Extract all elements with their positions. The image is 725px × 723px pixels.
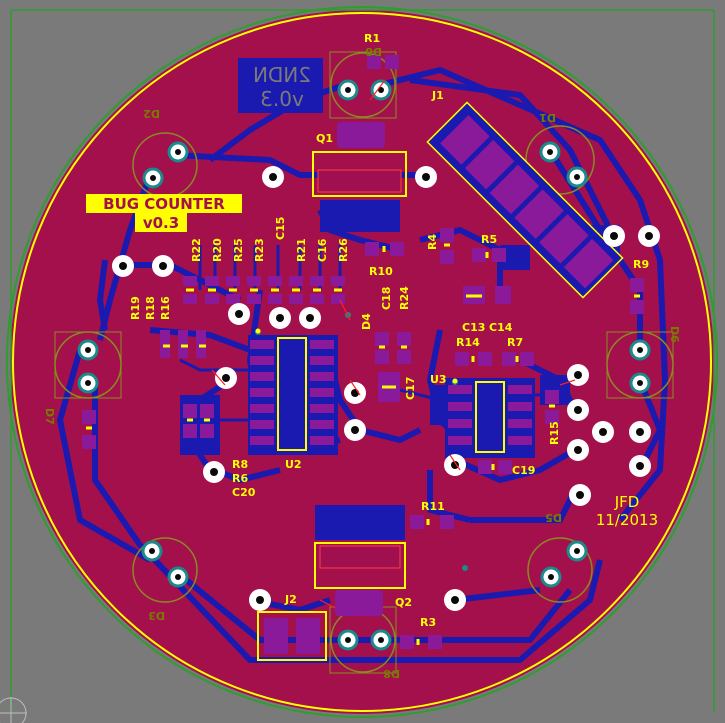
ref-D8-top: D8	[365, 45, 382, 58]
connector-j1[interactable]	[426, 101, 624, 299]
label-line1: BUG COUNTER	[103, 195, 225, 213]
author-text: JFD	[614, 493, 640, 511]
title-line1: 2NDN	[253, 63, 311, 87]
ref-R20: R20	[211, 238, 224, 262]
ref-R21: R21	[295, 238, 308, 262]
ref-C14: C14	[489, 321, 513, 334]
ref-Q2: Q2	[395, 596, 412, 609]
ic-u3[interactable]	[445, 378, 535, 458]
ref-R10: R10	[369, 265, 393, 278]
ref-J2: J2	[284, 593, 297, 606]
title-block: 2NDN v0.3	[238, 58, 323, 113]
smd-misc[interactable]	[82, 55, 644, 649]
u2-pin1-marker	[255, 328, 261, 334]
ref-R8: R8	[232, 458, 248, 471]
board-outline	[6, 6, 718, 718]
ref-R11: R11	[421, 500, 445, 513]
ref-C18: C18	[380, 287, 393, 310]
ref-U2: U2	[285, 458, 302, 471]
transistor-q2[interactable]	[314, 542, 406, 616]
origin-marker	[0, 697, 27, 723]
ref-D4: D4	[360, 313, 373, 330]
transistor-q1[interactable]	[312, 122, 407, 197]
ref-R3: R3	[420, 616, 436, 629]
ref-R1: R1	[364, 32, 380, 45]
ref-D1: D1	[539, 111, 556, 124]
ref-D3: D3	[148, 609, 165, 622]
ratsnest	[211, 79, 576, 609]
ref-R22: R22	[190, 238, 203, 262]
board-silk-ring	[12, 12, 712, 712]
ref-D7: D7	[43, 408, 56, 425]
ref-C19: C19	[512, 464, 535, 477]
label-line2: v0.3	[143, 214, 179, 232]
title-line2: v0.3	[260, 87, 304, 111]
ref-R19: R19	[129, 296, 142, 320]
connector-j2[interactable]	[257, 611, 327, 661]
u3-pin1-marker	[452, 378, 458, 384]
designators-bottom: D8 D2 D1 D7 D6 D5 D3 D8	[43, 45, 681, 680]
smd-row[interactable]	[160, 276, 345, 358]
ref-D2: D2	[143, 107, 160, 120]
ref-R7: R7	[507, 336, 523, 349]
ref-D8-bottom: D8	[383, 667, 400, 680]
ref-C16: C16	[316, 238, 329, 262]
led-pads[interactable]	[77, 79, 651, 651]
bug-counter-label: BUG COUNTER v0.3	[86, 194, 242, 232]
ref-R24: R24	[398, 286, 411, 310]
ic-u2[interactable]	[248, 335, 338, 455]
date-text: 11/2013	[596, 511, 658, 529]
ref-R14: R14	[456, 336, 480, 349]
ref-R25: R25	[232, 238, 245, 262]
ref-C15: C15	[274, 217, 287, 240]
ref-Q1: Q1	[316, 132, 333, 145]
ref-R23: R23	[253, 238, 266, 262]
ref-U3: U3	[430, 373, 447, 386]
ref-R6: R6	[232, 472, 248, 485]
ref-J1: J1	[431, 89, 444, 102]
ref-R16: R16	[159, 296, 172, 320]
ref-C13: C13	[462, 321, 485, 334]
ref-R9: R9	[633, 258, 649, 271]
ref-R15: R15	[548, 421, 561, 445]
ref-C20: C20	[232, 486, 256, 499]
designators-top: R1 J1 Q1 R4 R5 R9 R10 R22 R20 R25 R23 C1…	[129, 32, 649, 629]
ref-R18: R18	[144, 296, 157, 320]
ref-R26: R26	[337, 238, 350, 262]
ref-C17: C17	[404, 377, 417, 400]
ref-R5: R5	[481, 233, 497, 246]
ref-R4: R4	[426, 234, 439, 250]
ref-D5: D5	[545, 511, 562, 524]
through-hole-pads[interactable]	[112, 166, 660, 611]
ref-D6: D6	[668, 326, 681, 343]
